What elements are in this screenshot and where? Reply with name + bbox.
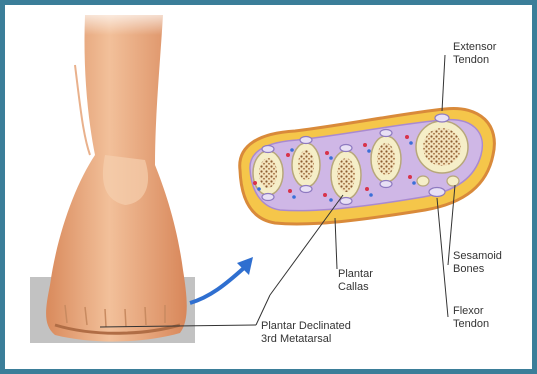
cross-section	[240, 108, 495, 223]
extensor-tendon-shape	[435, 114, 449, 122]
sesamoid-bone-2	[447, 176, 459, 186]
label-extensor-tendon: Extensor Tendon	[453, 41, 496, 67]
metatarsal-bone-5	[416, 121, 468, 173]
metatarsal-bone-4	[371, 136, 401, 182]
label-sesamoid-bones: Sesamoid Bones	[453, 250, 502, 276]
curved-arrow-icon	[190, 267, 245, 303]
flexor-tendon-shape	[429, 188, 445, 197]
metatarsal-bone-3	[331, 151, 361, 199]
metatarsal-bone-2	[292, 143, 320, 187]
label-plantar-callus: Plantar Callas	[338, 268, 373, 294]
label-flexor-tendon: Flexor Tendon	[453, 305, 489, 331]
sesamoid-bone-1	[417, 176, 429, 186]
label-plantar-declinated-metatarsal: Plantar Declinated 3rd Metatarsal	[261, 320, 351, 346]
